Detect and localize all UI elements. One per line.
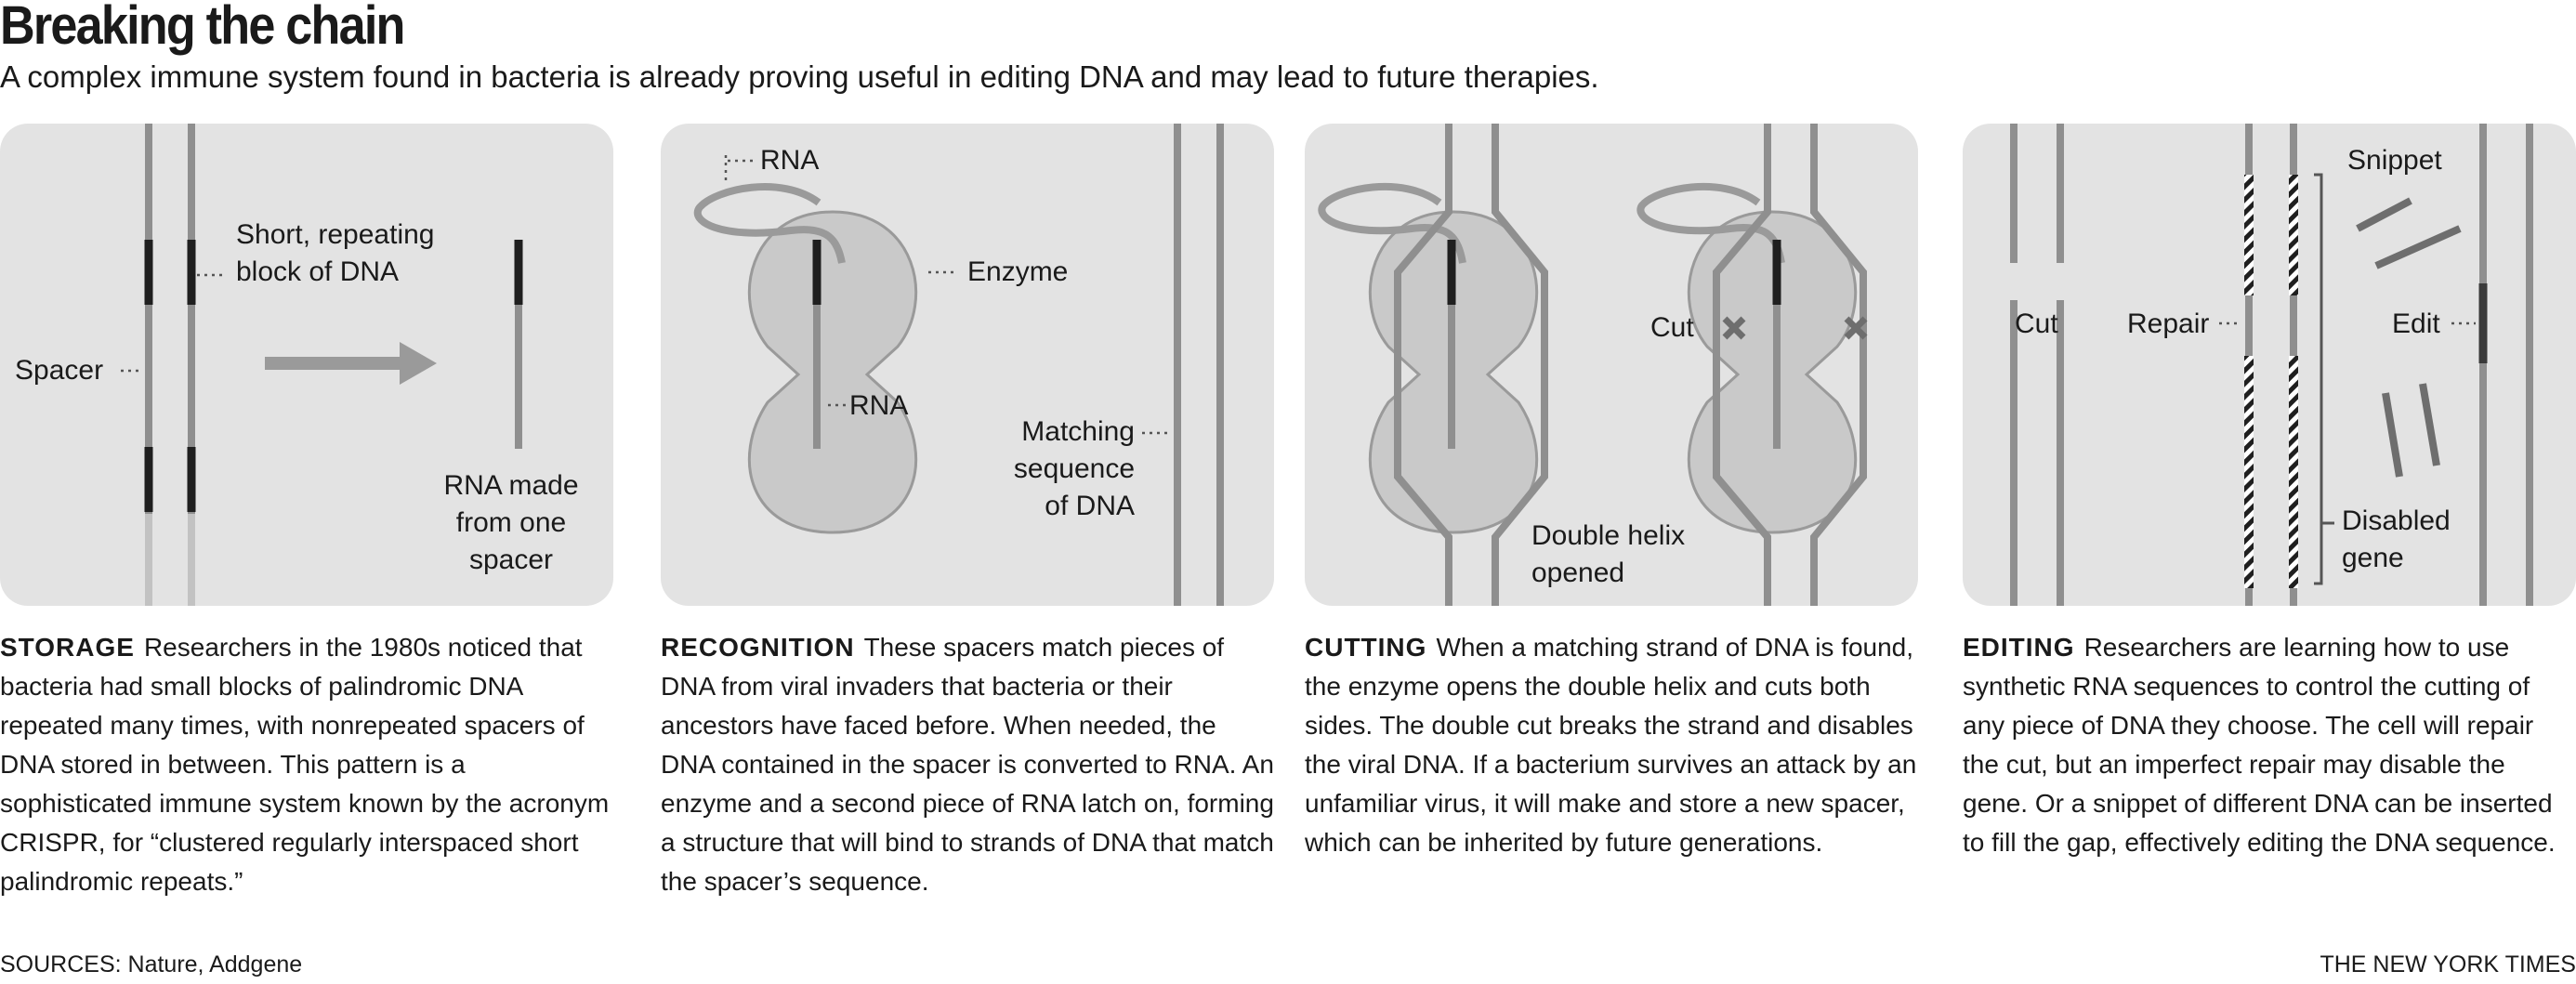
cutting-diagram bbox=[1318, 124, 1868, 606]
enzyme-shape bbox=[1687, 210, 1858, 534]
snippet-label: Snippet bbox=[2347, 145, 2442, 176]
storage-panel: Short, repeating block of DNA Spacer RNA… bbox=[0, 124, 613, 606]
caption-heading: CUTTING bbox=[1305, 633, 1427, 662]
repair-label: Repair bbox=[2127, 308, 2210, 339]
arrow-right-icon bbox=[265, 342, 437, 385]
caption-text: Researchers are learning how to use synt… bbox=[1963, 633, 2556, 857]
disabled-gene-label: Disabled gene bbox=[2342, 505, 2451, 573]
caption-heading: EDITING bbox=[1963, 633, 2075, 662]
edit-label: Edit bbox=[2392, 308, 2440, 339]
snippet-piece bbox=[2356, 197, 2412, 232]
cut-x-icon bbox=[1722, 316, 1746, 340]
caption-heading: STORAGE bbox=[0, 633, 135, 662]
cutting-panel: Cut Double helix opened bbox=[1305, 124, 1918, 606]
rna-loop bbox=[693, 183, 846, 264]
enzyme-shape bbox=[747, 210, 918, 534]
disabled-segment bbox=[2289, 356, 2298, 588]
double-helix-label: Double helix opened bbox=[1531, 520, 1686, 588]
sources-note: SOURCES: Nature, Addgene bbox=[0, 951, 303, 977]
disabled-segment bbox=[2289, 175, 2298, 295]
rna-loop bbox=[1636, 182, 1785, 264]
caption-text: When a matching strand of DNA is found, … bbox=[1305, 633, 1917, 857]
disabled-segment bbox=[2244, 356, 2254, 588]
snippet-piece bbox=[2382, 392, 2403, 478]
rna-top-label: RNA bbox=[760, 145, 820, 176]
caption-heading: RECOGNITION bbox=[661, 633, 855, 662]
credit-line: THE NEW YORK TIMES bbox=[2320, 951, 2576, 977]
cut-x-icon bbox=[1844, 316, 1868, 340]
rna-made-label: RNA made from one spacer bbox=[443, 470, 579, 575]
snippet-piece bbox=[2419, 383, 2440, 466]
page-subtitle: A complex immune system found in bacteri… bbox=[0, 59, 1599, 94]
cut-label: Cut bbox=[2015, 308, 2058, 339]
disabled-segment bbox=[2244, 175, 2254, 295]
block-label: Short, repeating block of DNA bbox=[236, 219, 435, 287]
page-title: Breaking the chain bbox=[0, 0, 405, 56]
snippet-piece bbox=[2374, 225, 2462, 269]
cut-label: Cut bbox=[1650, 312, 1694, 343]
recognition-panel: RNA Enzyme RNA Matching sequence of DNA bbox=[661, 124, 1274, 606]
editing-diagram bbox=[2010, 124, 2533, 606]
rna-mid-label: RNA bbox=[849, 390, 909, 421]
disabled-bracket bbox=[2314, 173, 2323, 585]
rna-loop bbox=[1318, 182, 1466, 264]
caption-text: These spacers match pieces of DNA from v… bbox=[661, 633, 1274, 896]
editing-panel: Cut Repair Snippet Edit Disabled gene bbox=[1963, 124, 2576, 606]
spacer-label: Spacer bbox=[15, 355, 104, 386]
enzyme-label: Enzyme bbox=[967, 256, 1069, 287]
recognition-diagram bbox=[693, 124, 1224, 606]
caption-text: Researchers in the 1980s noticed that ba… bbox=[0, 633, 610, 896]
matching-sequence-label: Matching sequence of DNA bbox=[1013, 416, 1135, 521]
storage-diagram bbox=[121, 124, 523, 606]
